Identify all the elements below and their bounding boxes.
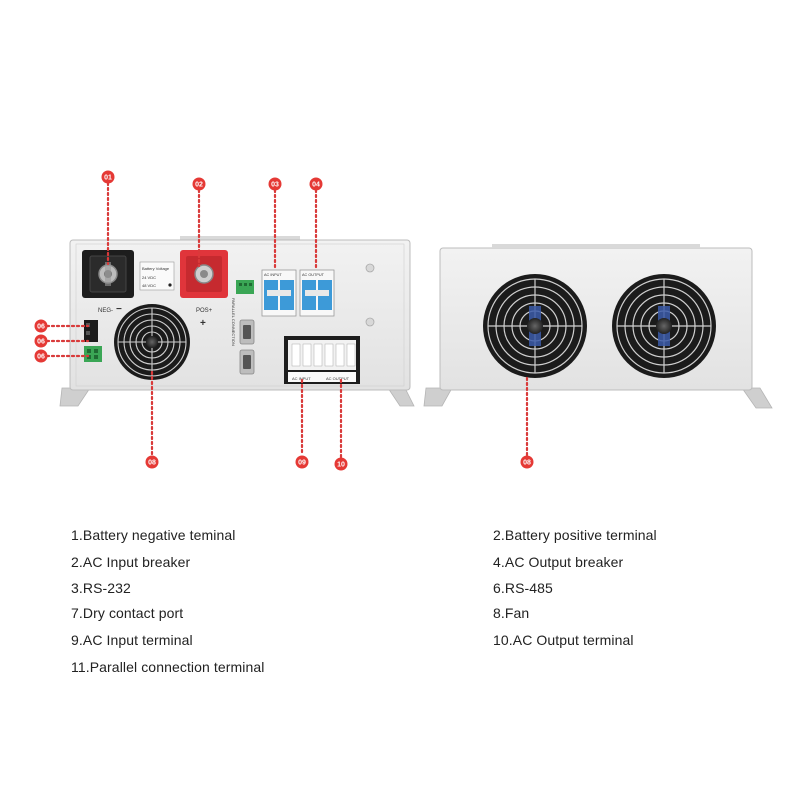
- callout-02: 02: [192, 177, 206, 191]
- legend-item-fan: 8.Fan: [493, 605, 530, 621]
- back-fan-left: [483, 274, 587, 378]
- svg-text:AC INPUT: AC INPUT: [264, 273, 282, 277]
- battery-negative-terminal: [82, 250, 134, 298]
- svg-text:Battery Voltage: Battery Voltage: [142, 266, 170, 271]
- battery-voltage-label: Battery Voltage 24 VDC 48 VDC: [139, 261, 175, 291]
- front-fan: [114, 304, 190, 380]
- svg-text:AC OUTPUT: AC OUTPUT: [326, 376, 350, 381]
- rs-232-port: [239, 319, 255, 345]
- ac-terminal-block: AC INPUT AC OUTPUT: [284, 336, 360, 384]
- svg-text:03: 03: [271, 182, 279, 189]
- svg-text:06: 06: [37, 339, 45, 346]
- svg-text:24 VDC: 24 VDC: [142, 275, 156, 280]
- svg-text:08: 08: [148, 460, 156, 467]
- legend-item-ac-output-breaker: 4.AC Output breaker: [493, 554, 624, 570]
- legend-item-battery-positive: 2.Battery positive terminal: [493, 527, 657, 543]
- callout-10: 10: [334, 457, 348, 471]
- legend-item-parallel-connection: 11.Parallel connection terminal: [71, 659, 265, 675]
- rs-485-port: [239, 349, 255, 375]
- legend-item-ac-output-terminal: 10.AC Output terminal: [493, 632, 634, 648]
- svg-text:06: 06: [37, 354, 45, 361]
- callout-06a: 06: [34, 319, 48, 333]
- callout-08a: 08: [145, 455, 159, 469]
- callout-06b: 06: [34, 334, 48, 348]
- callout-03: 03: [268, 177, 282, 191]
- svg-text:04: 04: [312, 182, 320, 189]
- parallel-connection-terminal: PARALLEL CONNECTION: [231, 280, 254, 346]
- neg-label: NEG-: [98, 308, 113, 314]
- svg-text:PARALLEL CONNECTION: PARALLEL CONNECTION: [231, 298, 236, 346]
- legend-item-ac-input-breaker: 2.AC Input breaker: [71, 554, 191, 570]
- svg-text:AC OUTPUT: AC OUTPUT: [302, 273, 325, 277]
- svg-text:48 VDC: 48 VDC: [142, 283, 156, 288]
- svg-text:AC INPUT: AC INPUT: [292, 376, 311, 381]
- battery-positive-terminal: [180, 250, 228, 298]
- svg-text:08: 08: [523, 460, 531, 467]
- back-fan-right: [612, 274, 716, 378]
- front-panel-unit: NEG- − Battery Voltage 24 VDC 48 VDC POS…: [59, 236, 415, 407]
- legend-item-ac-input-terminal: 9.AC Input terminal: [71, 632, 193, 648]
- svg-text:02: 02: [195, 182, 203, 189]
- svg-text:01: 01: [104, 175, 112, 182]
- svg-text:10: 10: [337, 462, 345, 469]
- callout-06c: 06: [34, 349, 48, 363]
- legend-item-rs-232: 3.RS-232: [71, 580, 131, 596]
- svg-text:06: 06: [37, 324, 45, 331]
- minus-sign: −: [116, 304, 122, 315]
- ac-output-breaker: AC OUTPUT: [299, 269, 335, 317]
- callout-04: 04: [309, 177, 323, 191]
- callout-09: 09: [295, 455, 309, 469]
- legend-item-battery-negative: 1.Battery negative teminal: [71, 527, 236, 543]
- callout-01: 01: [101, 170, 115, 184]
- pos-label: POS+: [196, 308, 213, 314]
- legend-item-dry-contact: 7.Dry contact port: [71, 605, 184, 621]
- callout-08b: 08: [520, 455, 534, 469]
- legend-item-rs-485: 6.RS-485: [493, 580, 553, 596]
- plus-sign: +: [200, 318, 206, 329]
- leader-lines: [45, 181, 529, 460]
- back-panel-unit: [423, 244, 773, 409]
- svg-text:09: 09: [298, 460, 306, 467]
- ac-input-breaker: AC INPUT: [261, 269, 297, 317]
